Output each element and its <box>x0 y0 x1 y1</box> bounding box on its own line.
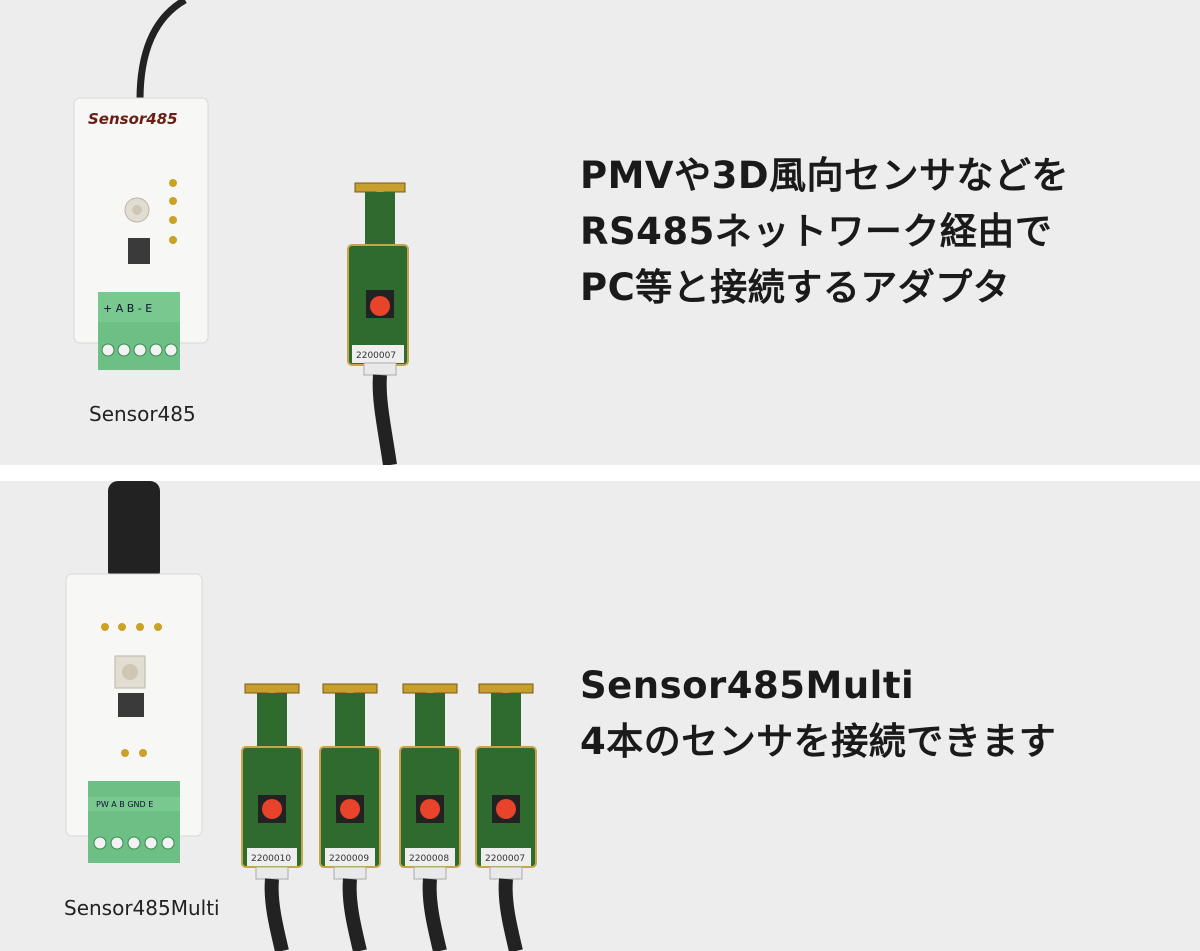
sensor-board: 2200010 <box>241 683 303 951</box>
adapter-cable <box>108 481 160 581</box>
top-panel: Sensor485 + A B - E 2200007 <box>0 0 1200 465</box>
sensor-board: 2200007 <box>347 182 409 465</box>
headline-line-1: Sensor485Multi <box>580 664 915 707</box>
led-icon <box>169 216 177 224</box>
adapter-cable <box>136 0 187 101</box>
led-icon <box>101 623 109 631</box>
sensor-serial: 2200010 <box>251 854 291 864</box>
headline-line-2: 4本のセンサを接続できます <box>580 720 1057 763</box>
led-icon <box>169 197 177 205</box>
led-icon <box>121 749 129 757</box>
sensor-element-icon <box>340 799 360 819</box>
bottom-panel: 2300002 PW A B GND E 2200010220000922000… <box>0 481 1200 951</box>
sensor-serial: 2200007 <box>356 351 396 361</box>
bottom-headline: Sensor485Multi 4本のセンサを接続できます <box>580 658 1056 770</box>
sensor-serial: 2200008 <box>409 854 449 864</box>
sensor-board: 2200007 <box>475 683 537 951</box>
sensor-element-icon <box>496 799 516 819</box>
dip-switch-icon <box>128 238 150 264</box>
dip-switch-icon <box>118 693 144 717</box>
led-icon <box>169 236 177 244</box>
sensor-board: 2200009 <box>319 683 381 951</box>
headline-line-2: RS485ネットワーク経由で <box>580 210 1053 253</box>
sensor-element-icon <box>420 799 440 819</box>
led-icon <box>154 623 162 631</box>
bottom-photo: 2300002 PW A B GND E 2200010220000922000… <box>65 481 537 951</box>
terminal-block <box>88 781 180 863</box>
top-photo: Sensor485 + A B - E 2200007 <box>73 0 409 465</box>
sensor-element-icon <box>262 799 282 819</box>
device-caption: Sensor485 <box>89 402 196 426</box>
top-headline: PMVや3D風向センサなどを RS485ネットワーク経由で PC等と接続するアダ… <box>580 148 1069 316</box>
terminal-label: + A B - E <box>103 302 152 315</box>
sensor-board: 2200008 <box>399 683 461 951</box>
sensor485-logo-text: Sensor485 <box>88 110 178 128</box>
terminal-label: PW A B GND E <box>96 800 153 809</box>
sensor-serial: 2200007 <box>485 854 525 864</box>
sensor-element-icon <box>370 296 390 316</box>
led-icon <box>118 623 126 631</box>
sensor-serial: 2200009 <box>329 854 369 864</box>
headline-line-3: PC等と接続するアダプタ <box>580 266 1011 309</box>
sensor-board-group: 2200010 2200009 2200008 2200007 <box>241 683 537 951</box>
device-caption: Sensor485Multi <box>64 896 220 920</box>
led-icon <box>139 749 147 757</box>
led-icon <box>169 179 177 187</box>
led-icon <box>136 623 144 631</box>
headline-line-1: PMVや3D風向センサなどを <box>580 154 1070 197</box>
